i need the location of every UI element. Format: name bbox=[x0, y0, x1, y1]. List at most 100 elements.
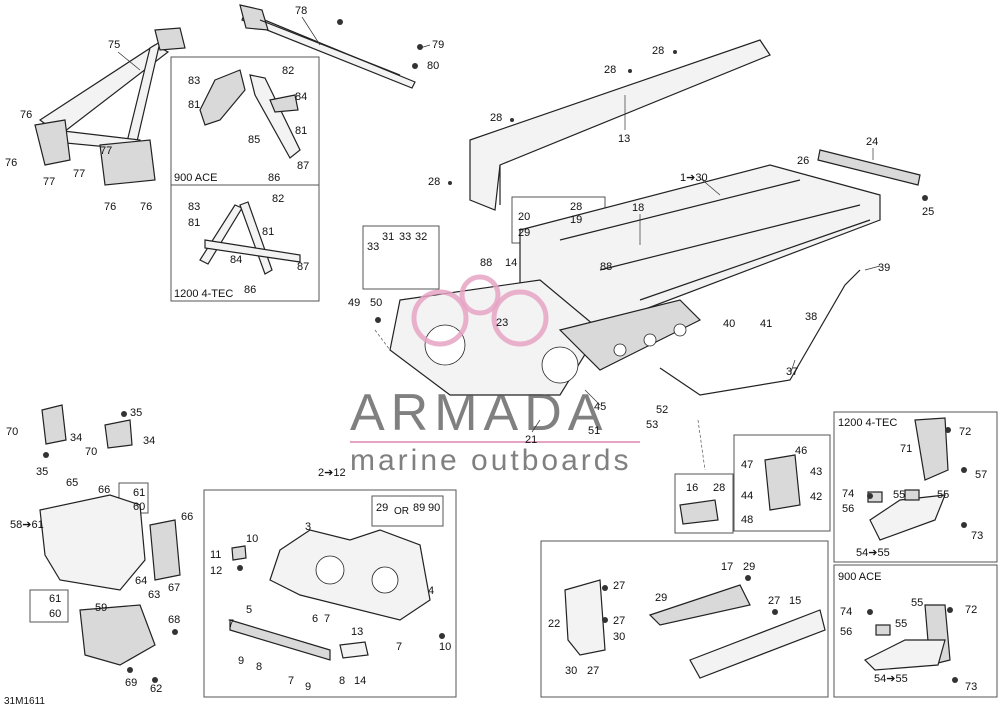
callout-55: 55 bbox=[893, 489, 905, 501]
leader-lines bbox=[117, 16, 881, 471]
frame-front-cradle bbox=[203, 489, 457, 698]
steering-rod-78 bbox=[239, 4, 416, 89]
frame-lower-frame-parts bbox=[540, 540, 829, 698]
callout-28: 28 bbox=[652, 45, 664, 57]
callout-77: 77 bbox=[43, 176, 55, 188]
callout-labels: 75 76 76 76 76 77 77 77 78 79 80 83 82 8… bbox=[5, 5, 987, 695]
callout-33: 33 bbox=[399, 231, 411, 243]
callout-28: 28 bbox=[490, 112, 502, 124]
watermark-logo-icon bbox=[411, 274, 549, 347]
title-upper-mount-1200: 1200 4-TEC bbox=[174, 288, 233, 300]
callout-67: 67 bbox=[168, 582, 180, 594]
frame-small-bracket bbox=[674, 473, 734, 534]
callout-49: 49 bbox=[348, 297, 360, 309]
callout-32: 32 bbox=[415, 231, 427, 243]
callout-45: 45 bbox=[594, 401, 606, 413]
title-hardware-alt: OR bbox=[394, 506, 409, 517]
callout-41: 41 bbox=[760, 318, 772, 330]
callout-7: 7 bbox=[228, 618, 234, 630]
callout-68: 68 bbox=[168, 614, 180, 626]
callout-20: 20 bbox=[518, 211, 530, 223]
frame-right-mount-900 bbox=[833, 564, 998, 698]
callout-81: 81 bbox=[188, 217, 200, 229]
strut-37 bbox=[659, 269, 861, 396]
upper-mount-900 bbox=[199, 69, 301, 159]
title-upper-mount-900: 900 ACE bbox=[174, 172, 217, 184]
callout-11: 11 bbox=[210, 549, 221, 561]
callout-10: 10 bbox=[246, 533, 258, 545]
frame-right-mount-1200 bbox=[833, 411, 998, 563]
callout-88: 88 bbox=[480, 257, 492, 269]
callout-60: 60 bbox=[133, 501, 145, 513]
callout-89: 89 bbox=[413, 502, 425, 514]
callout-76: 76 bbox=[140, 201, 152, 213]
right-mount-1200 bbox=[867, 417, 949, 541]
callout-80: 80 bbox=[427, 60, 439, 72]
callout-72: 72 bbox=[965, 604, 977, 616]
callout-84: 84 bbox=[230, 254, 242, 266]
callout-14: 14 bbox=[354, 675, 366, 687]
callout-82: 82 bbox=[272, 193, 284, 205]
bracket-16 bbox=[679, 499, 719, 525]
callout-34: 34 bbox=[70, 432, 82, 444]
callout-54-to-55: 54➔55 bbox=[874, 673, 908, 685]
callout-73: 73 bbox=[971, 530, 983, 542]
callout-29: 29 bbox=[655, 592, 667, 604]
callout-83: 83 bbox=[188, 201, 200, 213]
callout-7: 7 bbox=[396, 641, 402, 653]
callout-43: 43 bbox=[810, 466, 822, 478]
front-cradle bbox=[229, 529, 431, 661]
tunnel-13 bbox=[469, 39, 771, 211]
front-bracket-58 bbox=[39, 494, 181, 666]
callout-3: 3 bbox=[305, 521, 311, 533]
frame-hw-61-60-bottom bbox=[29, 589, 69, 623]
callout-27: 27 bbox=[768, 595, 780, 607]
callout-63: 63 bbox=[148, 589, 160, 601]
callout-47: 47 bbox=[741, 459, 753, 471]
watermark-tagline: marine outboards bbox=[350, 444, 631, 477]
callout-87: 87 bbox=[297, 261, 309, 273]
callout-10: 10 bbox=[439, 641, 451, 653]
rear-bracket-42 bbox=[764, 454, 801, 511]
callout-34: 34 bbox=[143, 435, 155, 447]
callout-51: 51 bbox=[588, 425, 600, 437]
callout-73: 73 bbox=[965, 681, 977, 693]
callout-30: 30 bbox=[613, 631, 625, 643]
artwork bbox=[34, 4, 951, 679]
callout-40: 40 bbox=[723, 318, 735, 330]
watermark: ARMADA marine outboards bbox=[350, 274, 640, 477]
callout-5: 5 bbox=[246, 604, 252, 616]
callout-55: 55 bbox=[937, 489, 949, 501]
callout-29: 29 bbox=[518, 227, 530, 239]
right-mount-900 bbox=[863, 604, 951, 671]
callout-82: 82 bbox=[282, 65, 294, 77]
title-right-mount-900: 900 ACE bbox=[838, 571, 881, 583]
callout-78: 78 bbox=[295, 5, 307, 17]
callout-85: 85 bbox=[248, 134, 260, 146]
callout-84: 84 bbox=[295, 91, 307, 103]
callout-22: 22 bbox=[548, 618, 560, 630]
callout-71: 71 bbox=[900, 443, 912, 455]
callout-55: 55 bbox=[911, 597, 923, 609]
callout-58-to-61: 58➔61 bbox=[10, 519, 44, 531]
callout-81: 81 bbox=[295, 125, 307, 137]
callout-31: 31 bbox=[382, 231, 394, 243]
callout-38: 38 bbox=[805, 311, 817, 323]
callout-74: 74 bbox=[842, 488, 854, 500]
frame-hardware-alt bbox=[371, 495, 444, 527]
callout-76: 76 bbox=[104, 201, 116, 213]
callout-23: 23 bbox=[496, 317, 508, 329]
callout-14: 14 bbox=[505, 257, 517, 269]
rail-24 bbox=[817, 149, 921, 186]
lower-frame-parts bbox=[564, 579, 826, 679]
callout-61: 61 bbox=[49, 593, 61, 605]
callout-35: 35 bbox=[36, 466, 48, 478]
steering-support-75 bbox=[34, 27, 186, 186]
callout-70: 70 bbox=[85, 446, 97, 458]
callout-72: 72 bbox=[959, 426, 971, 438]
callout-30: 30 bbox=[565, 665, 577, 677]
callout-50: 50 bbox=[370, 297, 382, 309]
callout-76: 76 bbox=[5, 157, 17, 169]
callout-55: 55 bbox=[895, 618, 907, 630]
